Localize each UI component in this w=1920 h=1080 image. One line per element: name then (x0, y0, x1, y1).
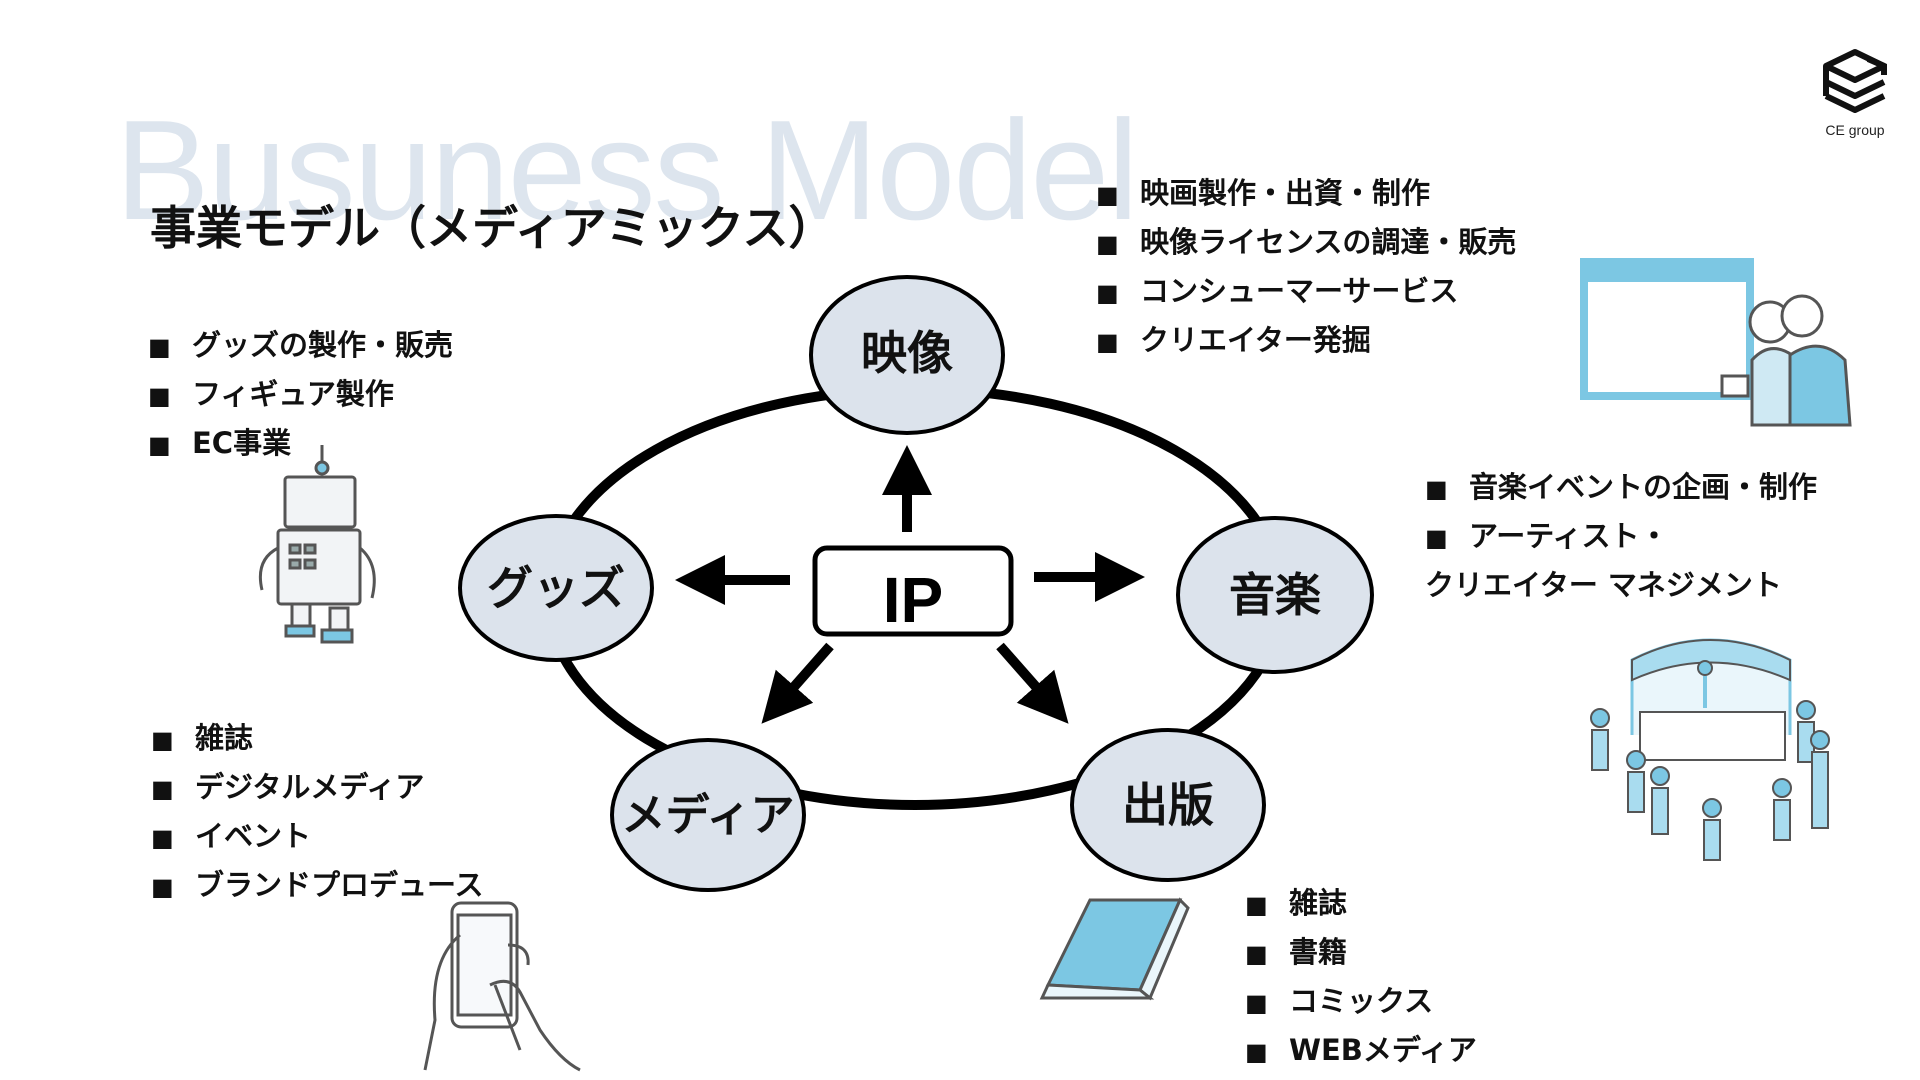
book-illustration (1039, 897, 1190, 1001)
list-item: WEBメディア (1245, 1027, 1477, 1076)
list-item: グッズの製作・販売 (148, 322, 453, 371)
ip-box (812, 545, 1014, 637)
theater-illustration (1580, 258, 1852, 427)
node-ongaku (1176, 516, 1374, 674)
list-item: コンシューマーサービス (1096, 268, 1516, 317)
node-goods (458, 514, 654, 662)
robot-illustration (258, 445, 376, 644)
concert-illustration (1590, 638, 1830, 861)
smartphone-hand-illustration (423, 901, 581, 1072)
list-item: クリエイター発掘 (1096, 317, 1516, 366)
list-item: デジタルメディア (151, 764, 484, 813)
background-title: Busuness Model (115, 91, 1139, 250)
list-item: EC事業 (148, 420, 453, 469)
goods-list: グッズの製作・販売 フィギュア製作 EC事業 (148, 322, 453, 469)
node-shuppan (1070, 728, 1266, 882)
eizo-list: 映画製作・出資・制作 映像ライセンスの調達・販売 コンシューマーサービス クリエ… (1096, 170, 1516, 366)
list-item: 映像ライセンスの調達・販売 (1096, 219, 1516, 268)
page-title: 事業モデル（メディアミックス） (150, 201, 835, 255)
list-item: 書籍 (1245, 929, 1477, 978)
ip-label: IP (883, 564, 943, 636)
company-logo: CE group (1815, 48, 1895, 138)
list-item: 雑誌 (1245, 880, 1477, 929)
ce-group-logo-icon (1823, 49, 1887, 113)
list-item: ■アーティスト・ (1425, 519, 1669, 553)
node-shuppan-label: 出版 (1122, 778, 1214, 832)
list-item-continuation: クリエイター マネジメント (1425, 568, 1782, 602)
list-item: イベント (151, 813, 484, 862)
media-list: 雑誌 デジタルメディア イベント ブランドプロデュース (151, 715, 484, 911)
node-goods-label: グッズ (487, 561, 625, 615)
node-eizo-label: 映像 (861, 326, 953, 380)
shuppan-list: 雑誌 書籍 コミックス WEBメディア (1245, 880, 1477, 1076)
list-item-text: 音楽イベントの企画・制作 (1469, 470, 1818, 504)
node-media-label: メディア (622, 790, 795, 841)
list-item: フィギュア製作 (148, 371, 453, 420)
list-item: コミックス (1245, 978, 1477, 1027)
list-item: ブランドプロデュース (151, 862, 484, 911)
ongaku-list: ■音楽イベントの企画・制作 ■アーティスト・ クリエイター マネジメント (1425, 464, 1817, 609)
node-eizo (809, 275, 1005, 435)
list-item: 映画製作・出資・制作 (1096, 170, 1516, 219)
node-media (610, 738, 806, 892)
list-item-text: アーティスト・ (1469, 519, 1669, 553)
node-ongaku-label: 音楽 (1229, 568, 1321, 622)
arrow-to-media (761, 642, 834, 724)
logo-text: CE group (1825, 122, 1885, 138)
list-item: 雑誌 (151, 715, 484, 764)
list-item: ■音楽イベントの企画・制作 (1425, 470, 1818, 504)
arrow-to-shuppan (996, 642, 1069, 724)
